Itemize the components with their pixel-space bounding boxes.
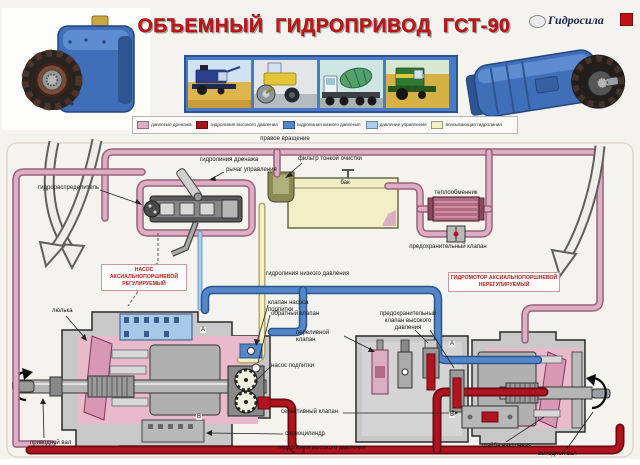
legend-bar: давление дренажа гидролиния высокого дав… <box>132 116 518 134</box>
label-drive-shaft: приводной вал <box>30 440 72 446</box>
hydraulic-distributor <box>143 168 243 257</box>
label-boost-valve: клапан насоса подпитки <box>268 300 309 314</box>
motor-port-a-label: А <box>449 341 456 347</box>
brand-oval-icon <box>529 15 546 28</box>
legend-label: всасывающая гидролиния <box>445 122 502 128</box>
hp-safety-valve-1 <box>422 339 440 391</box>
label-heat-exchanger: теплообменник <box>434 190 478 196</box>
rotation-note: правое вращение <box>260 136 310 142</box>
vehicle-photo-mixer <box>320 60 383 108</box>
selective-valve <box>461 405 519 429</box>
legend-item: всасывающая гидролиния <box>431 121 502 129</box>
motor-photo <box>465 49 626 118</box>
boost-check-valves <box>239 343 263 373</box>
legend-label: давление дренажа <box>151 122 192 128</box>
legend-swatch-drain <box>137 121 149 129</box>
label-check-valve: обратный клапан <box>271 311 320 317</box>
oil-tank <box>287 169 399 229</box>
label-hp-safety-valve: предохранительный клапан высокого давлен… <box>379 311 437 332</box>
label-boost-pump: насос подпитки <box>271 363 315 369</box>
pump-cross-section <box>11 311 271 453</box>
label-tank: бак <box>340 180 350 186</box>
label-output-shaft: выходной вал <box>538 451 577 457</box>
pump-title-box: НАСОС АКСИАЛЬНОПОРШНЕВОЙ РЕГУЛИРУЕМЫЙ <box>101 264 187 292</box>
block-valve-gray <box>397 339 413 389</box>
pointer-arrow-left-2 <box>38 138 103 269</box>
vehicle-strip <box>184 55 458 113</box>
vehicle-photo-roller <box>254 60 317 108</box>
label-control-lever: рычаг управления <box>226 167 277 173</box>
vehicle-photo-combine-blue <box>188 60 251 108</box>
legend-label: давление управления <box>379 122 427 128</box>
legend-swatch-low-pressure <box>282 121 295 129</box>
pointer-arrow-right <box>550 145 606 279</box>
legend-item: гидролиния низкого давления <box>282 121 361 129</box>
label-fine-filter: фильтр тонкой очистки <box>298 156 362 162</box>
legend-item: давление управления <box>365 121 427 129</box>
poster-title: ОБЪЕМНЫЙ ГИДРОПРИВОД ГСТ-90 <box>137 15 511 37</box>
overflow-valve <box>371 339 389 395</box>
brand-name: Гидросила <box>548 13 604 27</box>
fine-filter <box>267 171 295 203</box>
heat-exchanger <box>427 196 485 222</box>
legend-label: гидролиния низкого давления <box>296 122 361 128</box>
legend-label: гидролиния высокого давления <box>210 122 278 128</box>
label-distributor: гидрораспределитель <box>38 185 100 191</box>
label-low-pressure-line: гидролиния низкого давления <box>266 271 350 277</box>
label-high-pressure-line: гидролиния высокого давления <box>278 445 366 451</box>
label-servo-cylinder: сервоцилиндр <box>285 431 325 437</box>
label-selective-valve: селективный клапан <box>281 409 339 415</box>
pump-port-b-block <box>257 396 271 410</box>
label-swash-plate: шайба наклонная <box>482 443 532 449</box>
legend-swatch-suction <box>431 121 444 129</box>
vehicle-photo-combine-green <box>386 60 449 108</box>
motor-title-box: ГИДРОМОТОР АКСИАЛЬНОПОРШНЕВОЙ НЕРЕГУЛИРУ… <box>448 272 560 293</box>
label-overflow-valve: переливной клапан <box>296 330 330 344</box>
label-cradle: люлька <box>52 308 73 314</box>
label-drain-line: гидролиния дренажа <box>200 157 259 163</box>
pump-photo <box>2 8 150 130</box>
safety-valve <box>446 225 466 243</box>
legend-swatch-high-pressure <box>196 121 209 129</box>
schematic-frame <box>6 142 634 458</box>
brand-mark-icon <box>620 13 633 26</box>
pump-port-a-label: А <box>200 327 207 333</box>
hp-safety-valve-2 <box>449 369 465 413</box>
pump-port-b-label: В <box>196 414 203 420</box>
motor-port-b-label: В <box>449 412 456 418</box>
legend-swatch-control <box>365 121 378 129</box>
legend-item: давление дренажа <box>137 121 192 129</box>
label-safety-valve: предохранительный клапан <box>409 244 487 250</box>
leader-lines <box>40 162 594 451</box>
bottom-margin <box>0 459 640 465</box>
legend-item: гидролиния высокого давления <box>196 121 278 129</box>
